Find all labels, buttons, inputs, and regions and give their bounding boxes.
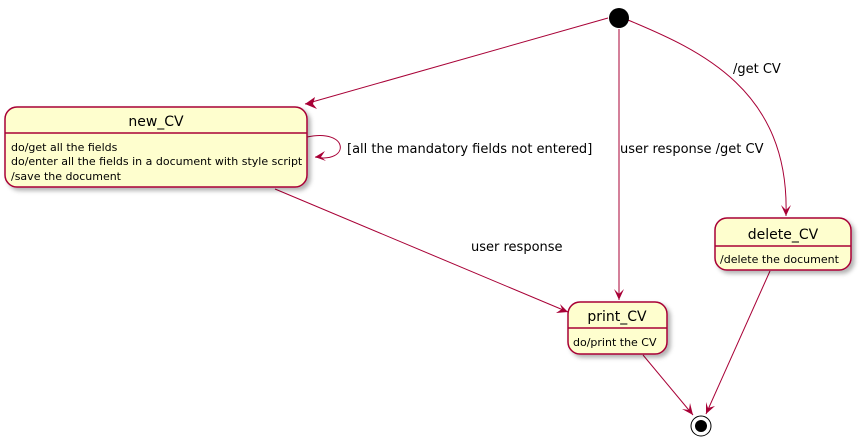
state-print-cv-action: do/print the CV (573, 336, 657, 349)
final-state-node (690, 415, 712, 437)
state-print-cv-title: print_CV (587, 309, 647, 325)
state-delete-cv-title: delete_CV (748, 227, 819, 243)
state-new-cv: new_CV do/get all the fields do/enter al… (4, 106, 308, 188)
state-delete-cv: delete_CV /delete the document (714, 217, 852, 271)
state-new-cv-title: new_CV (128, 114, 184, 130)
transition-start-to-delete-cv (627, 19, 791, 217)
transition-print-cv-to-end (642, 354, 694, 416)
initial-state-node (609, 8, 629, 28)
label-mandatory-fields-guard: [all the mandatory fields not entered] (347, 142, 592, 157)
transition-delete-cv-to-end (705, 270, 771, 415)
state-delete-cv-action: /delete the document (720, 253, 840, 266)
label-get-cv: /get CV (733, 62, 781, 77)
transition-new-cv-self-loop (306, 135, 341, 161)
transition-start-to-print-cv (614, 29, 624, 300)
label-user-response: user response (471, 240, 563, 255)
state-print-cv: print_CV do/print the CV (567, 301, 668, 355)
transition-new-cv-to-print-cv (274, 188, 569, 313)
state-new-cv-action: do/get all the fields (11, 141, 118, 154)
transition-start-to-new-cv (304, 17, 609, 109)
state-new-cv-action: do/enter all the fields in a document wi… (11, 155, 303, 168)
state-new-cv-action: /save the document (11, 170, 122, 183)
label-user-response-get-cv: user response /get CV (620, 142, 764, 157)
